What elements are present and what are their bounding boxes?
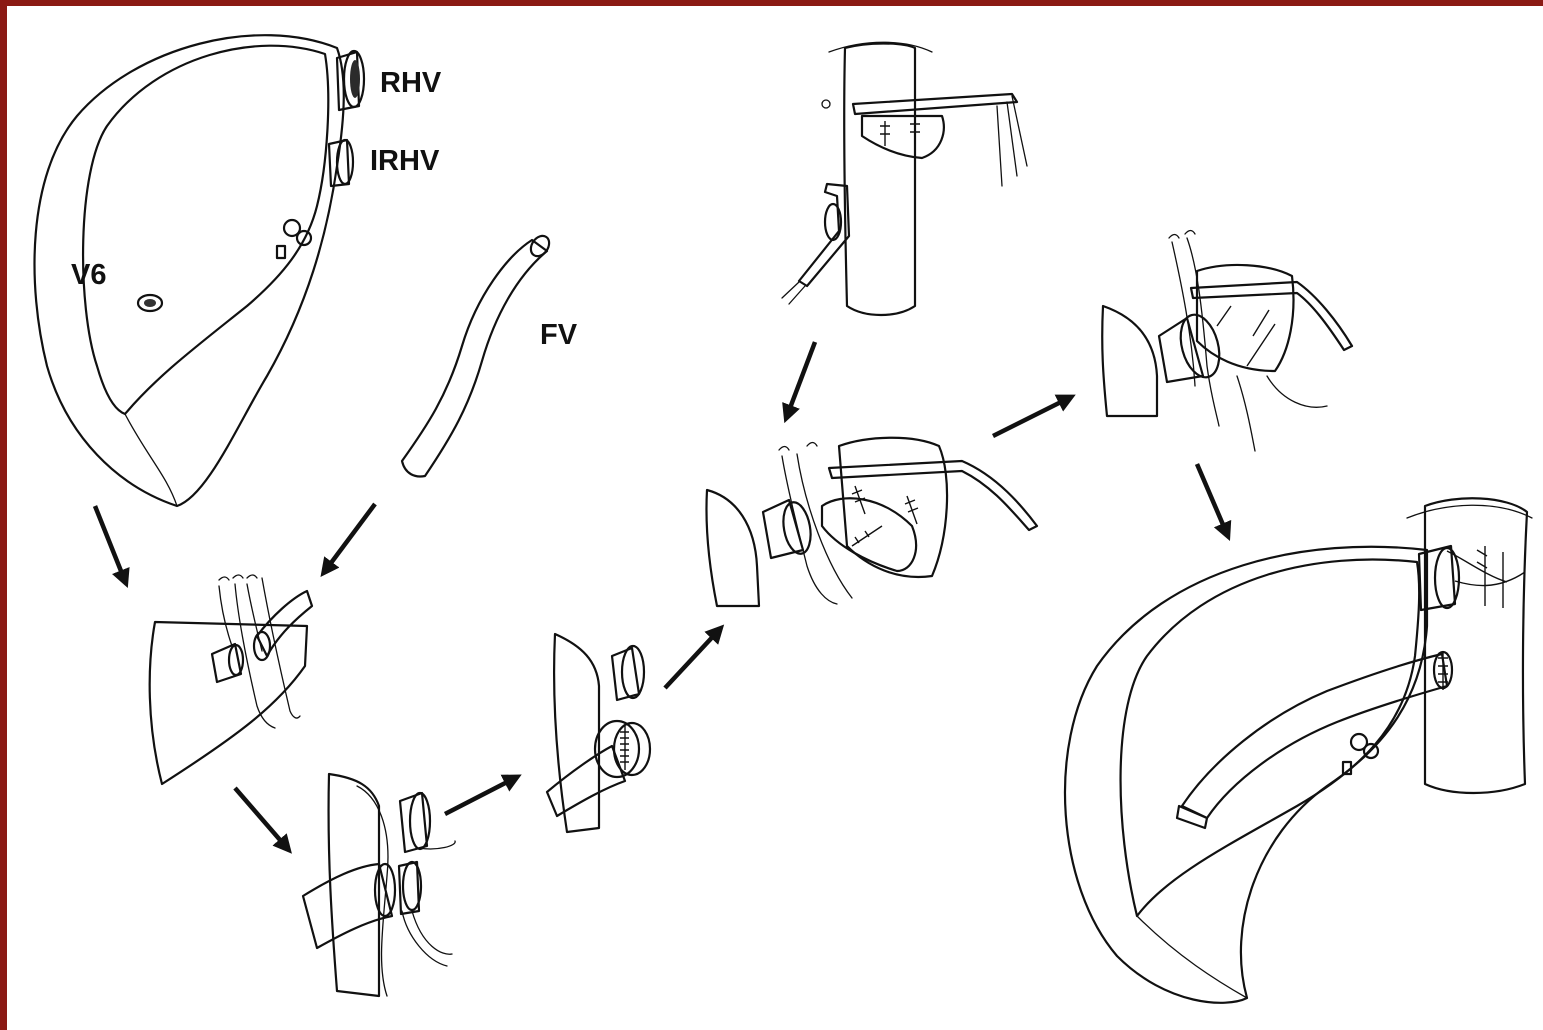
arrow-to-sutured-graft [445, 778, 515, 814]
arrow-liver-to-anastomosis [95, 506, 125, 581]
arrow-to-second-stage [235, 788, 287, 848]
femoral-vein-graft: FV [402, 232, 578, 476]
arrow-fv-to-anastomosis [325, 504, 375, 571]
vein-graft-tube [402, 240, 547, 476]
v6-orifice [138, 295, 162, 311]
arrow-to-ivc-patch [665, 630, 719, 688]
liver-parenchyma [83, 46, 328, 414]
irhv-stump [329, 140, 353, 186]
v6-label: V6 [71, 259, 106, 291]
surgical-illustration: RHV IRHV V6 FV [7, 6, 1543, 1030]
arrow-to-final [1197, 464, 1227, 534]
arrow-to-posterior-wall [993, 398, 1069, 436]
sutured-graft-panel [547, 634, 650, 832]
posterior-wall-panel [1102, 231, 1352, 452]
hilar-structures [277, 220, 311, 258]
final-reconstruction-panel [1065, 498, 1532, 1003]
arrow-ivc-down [787, 342, 815, 416]
figure-frame: RHV IRHV V6 FV [7, 6, 1543, 1030]
ivc-clamp-panel [782, 42, 1027, 315]
irhv-label: IRHV [370, 145, 440, 177]
interposition-graft [1182, 654, 1447, 818]
liver-graft-panel: RHV IRHV V6 [35, 35, 442, 506]
rhv-label: RHV [380, 67, 442, 99]
ivc-patch-panel [706, 438, 1037, 606]
second-stage-panel [303, 774, 455, 996]
v6-fv-anastomosis-panel [150, 575, 312, 784]
fv-label: FV [540, 319, 578, 351]
